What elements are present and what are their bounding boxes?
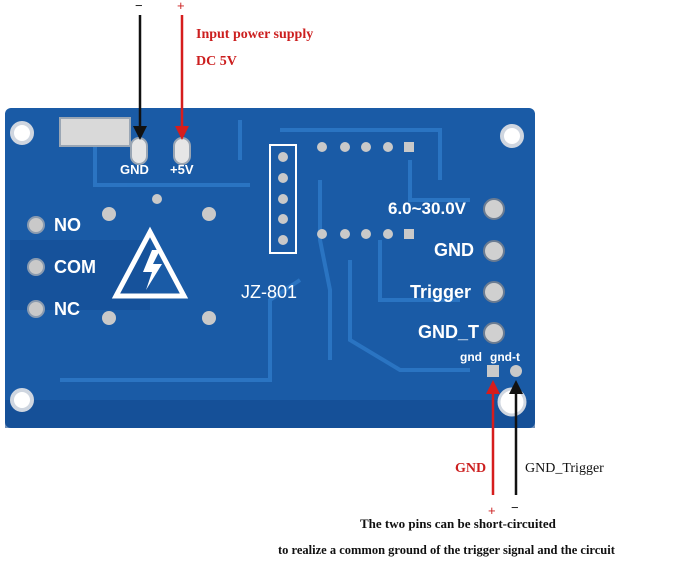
terminal-gnd-t-label: GND_T — [418, 322, 480, 342]
arrow-bottom-red — [486, 380, 500, 495]
pcb-board — [5, 108, 535, 428]
pcb-traces — [60, 120, 470, 382]
relay-com-label: COM — [54, 257, 96, 277]
arrow-bottom-black — [509, 380, 523, 495]
gnd-trigger-arrow-label: GND_Trigger — [525, 461, 604, 476]
model-label: JZ-801 — [241, 282, 298, 302]
dc-voltage-label: DC 5V — [196, 54, 237, 69]
pcb-shadow — [5, 400, 535, 428]
relay-com-pad — [27, 258, 45, 276]
jumper-pins — [487, 365, 522, 377]
note-line-1: The two pins can be short-circuited — [360, 516, 556, 531]
top-plus-sign: + — [177, 0, 185, 13]
relay-pad-4 — [102, 311, 116, 325]
relay-no-label: NO — [54, 215, 81, 235]
relay-nc-pad — [27, 300, 45, 318]
mount-hole-bl — [10, 388, 34, 412]
note-line-2: to realize a common ground of the trigge… — [278, 543, 615, 557]
bottom-plus-sign: + — [488, 503, 496, 518]
jumper-gnd-label: gnd — [460, 350, 482, 364]
header-pins — [278, 152, 288, 245]
lightning-bolt-icon — [143, 250, 162, 290]
arrow-top-red — [175, 15, 189, 140]
mount-hole-tl — [10, 121, 34, 145]
relay-pad-3 — [202, 207, 216, 221]
header-outline — [269, 144, 297, 254]
mount-hole-tr — [500, 124, 524, 148]
jumper-gnd-t-label: gnd-t — [490, 350, 520, 364]
pad-gnd-label: GND — [120, 162, 149, 177]
terminal-gnd-label: GND — [434, 240, 474, 260]
input-power-label: Input power supply — [196, 27, 314, 42]
relay-pad-2 — [102, 207, 116, 221]
high-voltage-warning-icon — [111, 226, 189, 299]
usb-connector — [59, 117, 131, 147]
relay-nc-label: NC — [54, 299, 80, 319]
via — [152, 194, 162, 204]
screw-terminals — [483, 198, 505, 344]
plus5v-power-pad — [173, 137, 191, 165]
middle-pin-row — [317, 229, 414, 239]
bottom-minus-sign: − — [511, 500, 519, 515]
voltage-range-label: 6.0~30.0V — [388, 199, 466, 218]
arrow-top-black — [133, 15, 147, 140]
gnd-power-pad — [130, 137, 148, 165]
terminal-trigger-label: Trigger — [410, 282, 472, 302]
top-minus-sign: − — [135, 0, 143, 13]
top-pin-row — [317, 142, 414, 152]
relay-no-pad — [27, 216, 45, 234]
relay-pad-5 — [202, 311, 216, 325]
pad-5v-label: +5V — [170, 162, 194, 177]
gnd-arrow-label: GND — [455, 461, 487, 476]
